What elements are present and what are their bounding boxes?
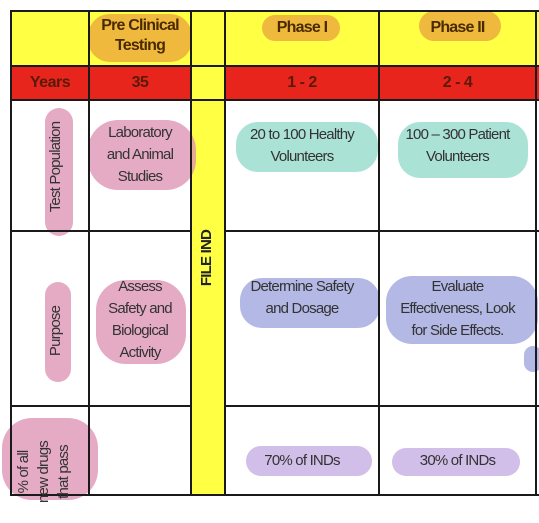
grid-line [10,494,539,496]
phase1-pass: 70% of INDs [264,452,340,469]
highlight-phase1-pass [246,446,372,476]
highlight-lab-studies [88,120,196,190]
highlight-phase2-purpose [386,276,538,344]
highlight-phase1-population [236,122,378,172]
grid-line [190,12,192,496]
years-preclinical: 35 [131,74,149,91]
phase2-pass: 30% of INDs [419,452,496,469]
highlight-assess-safety [96,280,186,364]
grid-line [10,405,191,407]
highlight-phase2-pass [392,448,520,476]
highlight-purpose-label [45,282,71,382]
phase2-purpose: Evaluate Effectiveness, Look for Side Ef… [400,278,515,339]
grid-line [10,12,12,496]
highlight-preclinical-header [88,14,192,62]
grid-line [224,12,226,496]
grid-line [224,230,539,232]
grid-line [224,405,539,407]
years-phase2: 2 - 4 [442,74,473,91]
highlight-test-population-label [45,108,73,236]
years-label: Years [29,74,71,91]
years-row [12,66,539,100]
purpose-label: Purpose [47,305,64,357]
grid-line [10,65,539,67]
pass-rate-label: % of all new drugs that pass [15,441,72,504]
highlight-pass-label [2,418,98,500]
grid-line [378,12,380,496]
grid-line [10,230,191,232]
preclinical-header: Pre Clinical Testing [101,17,179,54]
preclinical-purpose: Assess Safety and Biological Activity [108,278,173,361]
phase1-purpose: Determine Safety and Dosage [250,278,354,317]
highlight-phase1-header [262,15,340,41]
years-phase1: 1 - 2 [287,74,317,91]
highlight-phase1-purpose [240,278,380,328]
grid-line [10,10,539,12]
phase2-population: 100 – 300 Patient Volunteers [405,126,511,165]
phase1-population: 20 to 100 Healthy Volunteers [250,126,355,165]
file-ind-column [191,12,225,494]
preclinical-population: Laboratory and Animal Studies [106,124,174,185]
grid-line [88,12,90,496]
test-population-label: Test Population [47,121,64,213]
highlight-phase2-header [419,11,501,41]
file-ind-label: FILE IND [198,229,215,287]
grid-line [10,99,539,101]
phase2-header: Phase II [430,19,485,36]
phase1-header: Phase I [276,19,328,36]
grid-line [535,12,537,496]
highlight-phase2-population [398,122,528,178]
